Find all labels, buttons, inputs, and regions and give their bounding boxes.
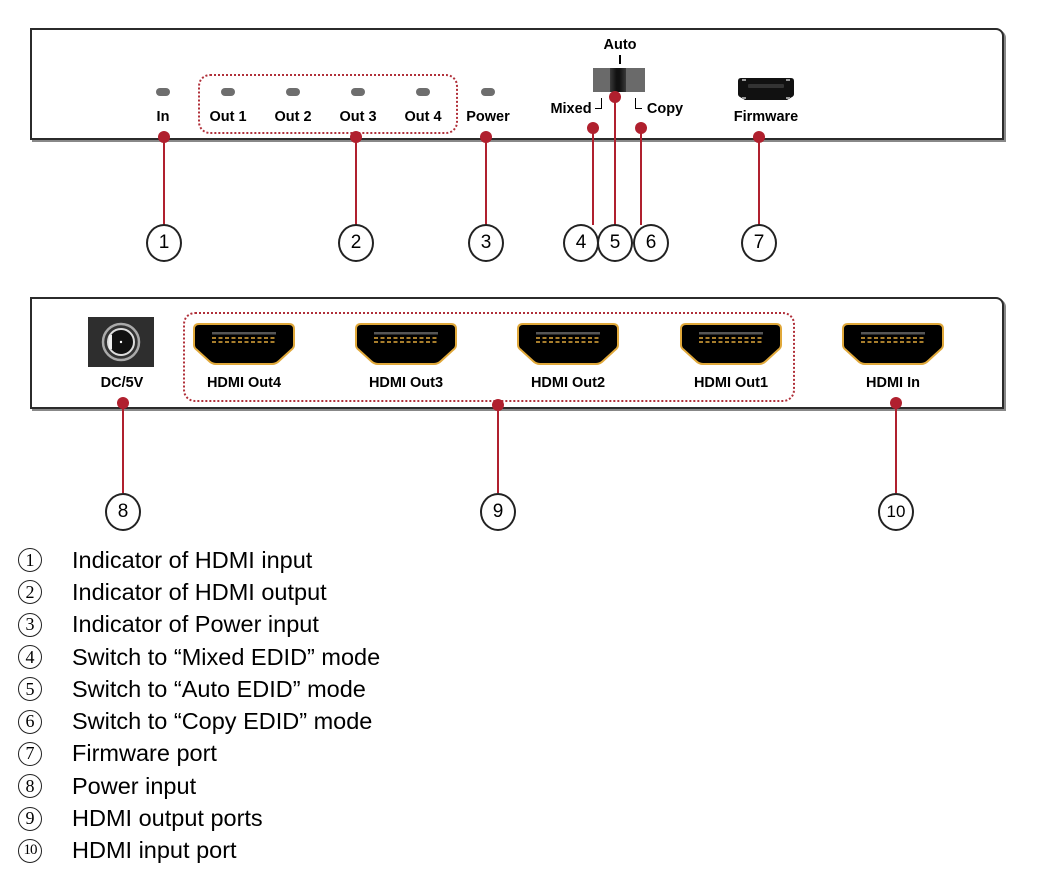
indicator-label-out1: Out 1 [209,109,247,125]
edid-switch[interactable] [593,68,645,92]
callout-8: 8 [105,493,141,531]
legend-number: 2 [18,580,42,605]
copy-bracket [635,98,642,109]
hdmi-out2-port-icon [517,323,619,365]
legend-item: 9 HDMI output ports [18,802,380,834]
legend-text: Indicator of HDMI output [72,578,327,605]
callout-dot-9 [492,399,504,411]
callout-3: 3 [468,224,504,262]
legend-item: 5 Switch to “Auto EDID” mode [18,673,380,705]
callout-dot-5 [609,91,621,103]
dc-label: DC/5V [100,375,144,391]
callout-6: 6 [633,224,669,262]
edid-label-copy: Copy [646,101,684,117]
legend-text: Switch to “Copy EDID” mode [72,708,373,735]
callout-1: 1 [146,224,182,262]
legend-text: Switch to “Auto EDID” mode [72,675,366,702]
callout-dot-4 [587,122,599,134]
legend-item: 1 Indicator of HDMI input [18,544,380,576]
callout-dot-3 [480,131,492,143]
legend-number: 10 [18,838,42,863]
led-out4 [416,88,430,96]
indicator-label-power: Power [466,109,510,125]
callout-line-2 [355,137,357,225]
hdmi-outputs-group [183,312,795,402]
legend-item: 10 HDMI input port [18,835,380,867]
callout-line-10 [895,403,897,493]
legend-number: 9 [18,806,42,831]
callout-dot-1 [158,131,170,143]
legend-item: 2 Indicator of HDMI output [18,576,380,608]
legend-item: 4 Switch to “Mixed EDID” mode [18,641,380,673]
front-panel [30,28,1004,140]
legend-number: 8 [18,774,42,799]
output-indicators-group [198,74,458,134]
hdmi-out1-port-icon [680,323,782,365]
firmware-port-icon [738,78,794,100]
callout-4: 4 [563,224,599,262]
indicator-label-in: In [156,109,170,125]
callout-line-1 [163,137,165,225]
callout-dot-2 [350,131,362,143]
dc-jack [88,317,154,367]
callout-10: 10 [878,493,914,531]
port-label-out2: HDMI Out2 [530,375,606,391]
legend-number: 6 [18,709,42,734]
indicator-label-out2: Out 2 [274,109,312,125]
edid-switch-knob[interactable] [610,68,626,92]
callout-line-7 [758,137,760,225]
port-label-out1: HDMI Out1 [693,375,769,391]
callout-7: 7 [741,224,777,262]
legend-number: 5 [18,677,42,702]
mixed-bracket [595,98,602,109]
legend-text: HDMI output ports [72,805,263,832]
indicator-label-out3: Out 3 [339,109,377,125]
edid-label-auto: Auto [603,37,637,53]
callout-5: 5 [597,224,633,262]
legend-number: 7 [18,741,42,766]
legend-number: 3 [18,612,42,637]
callout-line-8 [122,403,124,493]
led-power [481,88,495,96]
led-out2 [286,88,300,96]
legend-number: 4 [18,645,42,670]
legend: 1 Indicator of HDMI input 2 Indicator of H… [18,544,380,867]
callout-line-3 [485,137,487,225]
callout-dot-8 [117,397,129,409]
port-label-out3: HDMI Out3 [368,375,444,391]
port-label-in: HDMI In [866,375,920,391]
hdmi-out4-port-icon [193,323,295,365]
led-out3 [351,88,365,96]
edid-label-mixed: Mixed [550,101,592,117]
led-out1 [221,88,235,96]
hdmi-out3-port-icon [355,323,457,365]
legend-text: Power input [72,772,197,799]
port-label-out4: HDMI Out4 [206,375,282,391]
callout-line-6 [640,128,642,225]
firmware-label: Firmware [733,109,799,125]
legend-item: 7 Firmware port [18,738,380,770]
callout-line-4 [592,128,594,225]
legend-item: 8 Power input [18,770,380,802]
led-in [156,88,170,96]
auto-tick [619,55,621,64]
callout-dot-10 [890,397,902,409]
callout-dot-6 [635,122,647,134]
legend-text: Indicator of Power input [72,611,319,638]
legend-text: HDMI input port [72,837,237,864]
callout-dot-7 [753,131,765,143]
callout-line-9 [497,405,499,493]
legend-text: Indicator of HDMI input [72,546,313,573]
legend-number: 1 [18,548,42,573]
legend-item: 3 Indicator of Power input [18,609,380,641]
legend-text: Switch to “Mixed EDID” mode [72,643,381,670]
callout-2: 2 [338,224,374,262]
dc-jack-icon [101,322,141,362]
callout-line-5 [614,97,616,225]
legend-item: 6 Switch to “Copy EDID” mode [18,705,380,737]
callout-9: 9 [480,493,516,531]
legend-text: Firmware port [72,740,217,767]
hdmi-in-port-icon [842,323,944,365]
indicator-label-out4: Out 4 [404,109,442,125]
